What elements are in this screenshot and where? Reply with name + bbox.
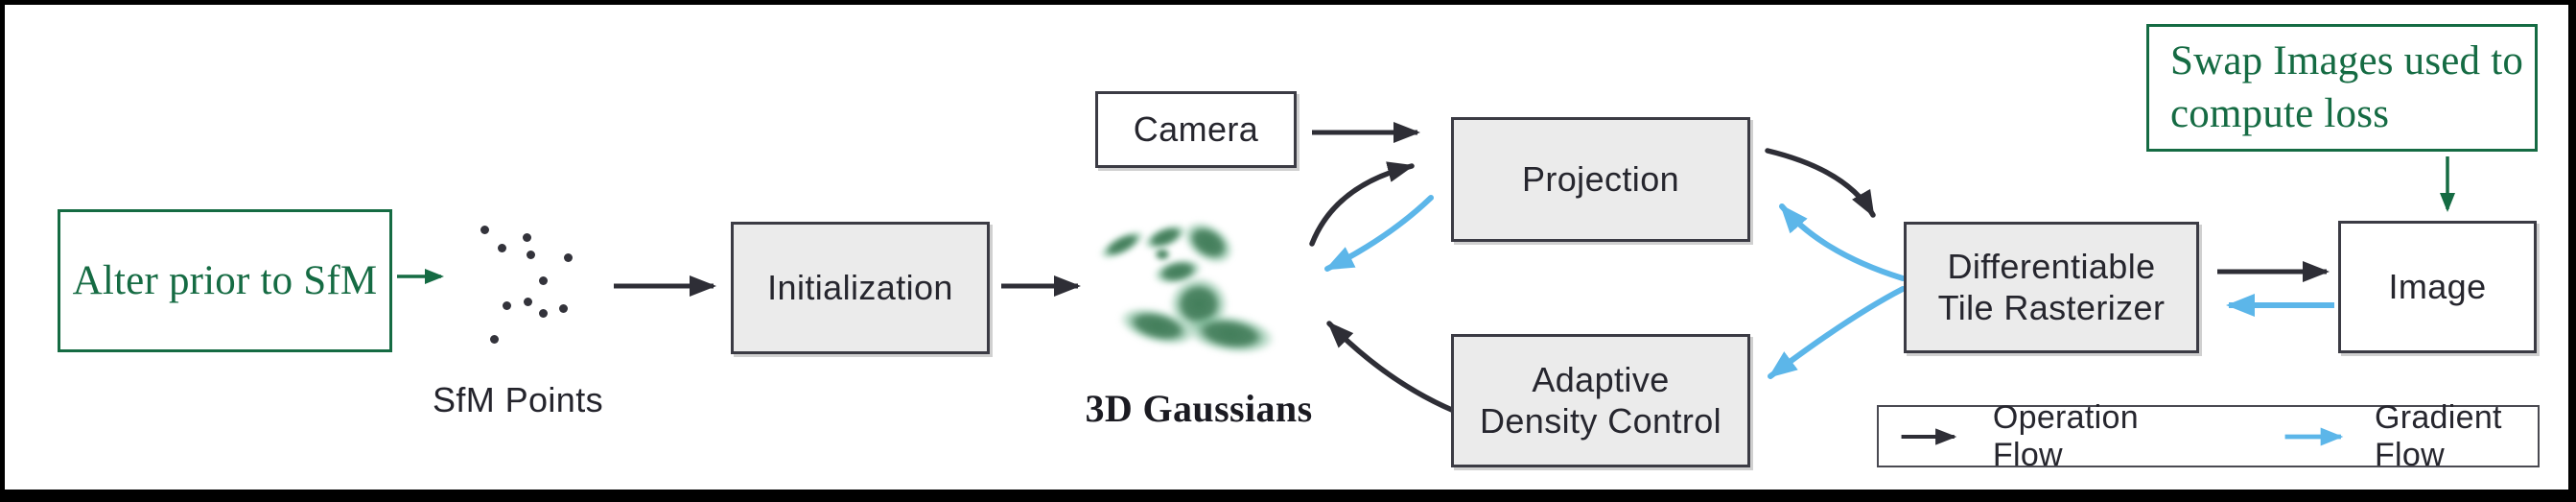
image-node: Image	[2338, 221, 2537, 353]
operation-flow-arrow-icon	[1901, 427, 1957, 445]
camera-node: Camera	[1095, 91, 1297, 168]
camera-label: Camera	[1133, 109, 1259, 149]
3d-gaussians-blob-icon	[1093, 206, 1323, 370]
dtr-label-line1: Differentiable	[1947, 247, 2156, 287]
initialization-node: Initialization	[731, 222, 990, 354]
gradient-flow-arrow-icon	[2284, 427, 2344, 445]
projection-to-gaussians-gradient-arc	[1324, 195, 1434, 272]
rasterizer-to-projection-gradient-arc	[1779, 203, 1906, 281]
swap-note-line2: compute loss	[2170, 90, 2390, 136]
swap-images-note: Swap Images used to compute loss	[2146, 24, 2538, 152]
alter-note-label: Alter prior to SfM	[72, 258, 378, 303]
adc-label-line1: Adaptive	[1532, 360, 1670, 400]
sfm-points-scatter-icon	[475, 219, 580, 348]
initialization-label: Initialization	[767, 268, 953, 307]
adaptive-density-control-node: Adaptive Density Control	[1451, 334, 1750, 467]
rasterizer-to-density-control-gradient-arc	[1768, 286, 1906, 379]
differentiable-tile-rasterizer-node: Differentiable Tile Rasterizer	[1904, 222, 2199, 353]
alter-prior-to-sfm-note: Alter prior to SfM	[58, 209, 392, 352]
sfm-points-label: SfM Points	[432, 380, 604, 419]
projection-to-rasterizer-arc	[1765, 148, 1876, 218]
gaussians-to-projection-arc	[1309, 161, 1415, 247]
density-control-to-gaussians-arc	[1326, 321, 1457, 414]
projection-node: Projection	[1451, 117, 1750, 242]
projection-label: Projection	[1521, 159, 1680, 199]
adc-label-line2: Density Control	[1479, 400, 1722, 441]
flow-legend: Operation Flow Gradient Flow	[1877, 399, 2540, 473]
gaussians-label: 3D Gaussians	[1085, 387, 1313, 430]
image-label: Image	[2388, 267, 2487, 306]
operation-flow-label: Operation Flow	[1992, 398, 2139, 473]
gradient-flow-label: Gradient Flow	[2374, 398, 2502, 473]
dtr-label-line2: Tile Rasterizer	[1937, 287, 2166, 327]
swap-note-line1: Swap Images used to	[2170, 37, 2524, 84]
